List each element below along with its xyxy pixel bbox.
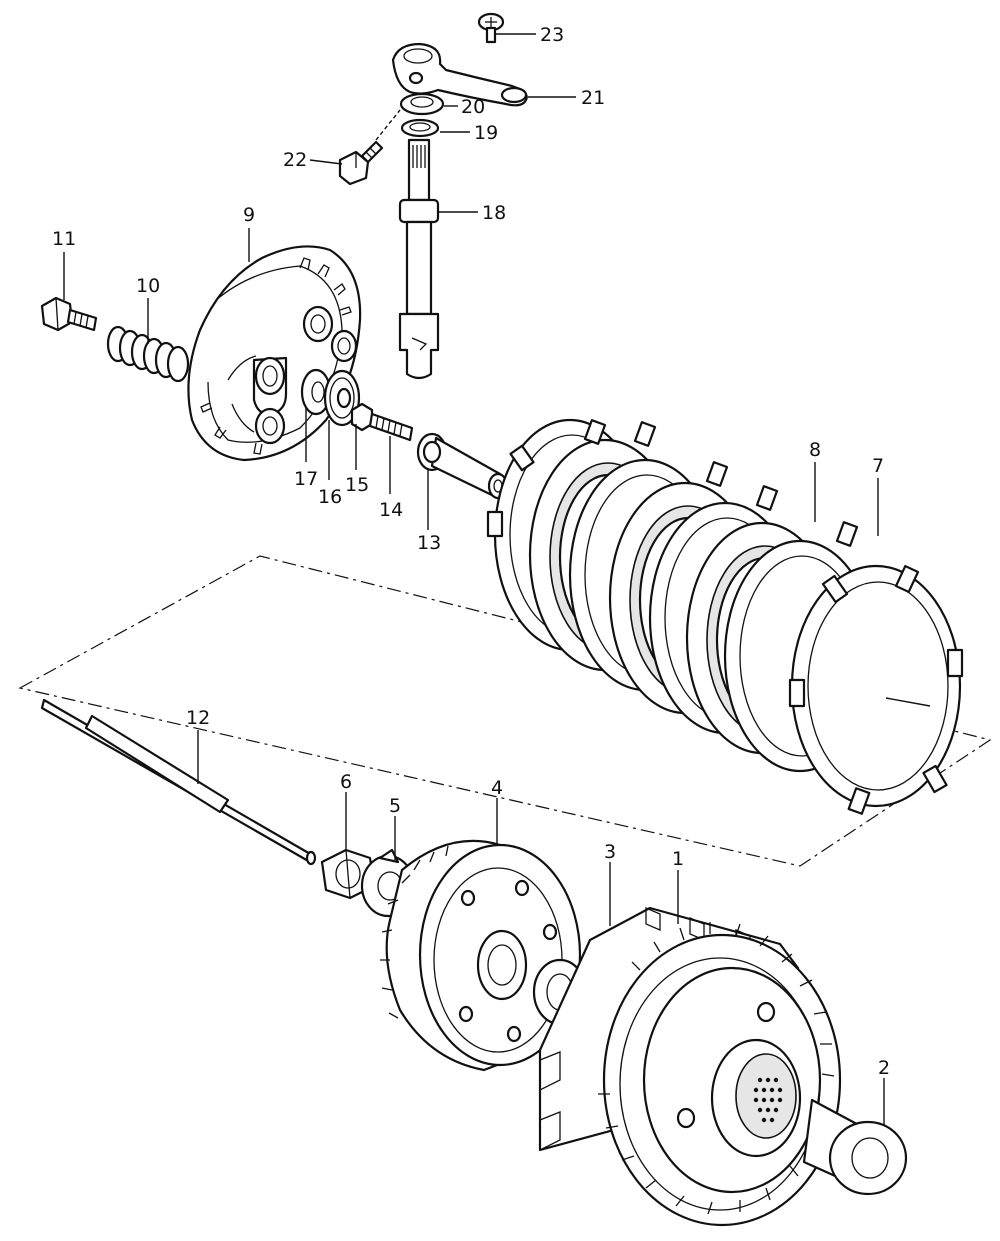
friction-plate-front xyxy=(788,564,964,815)
part-4-clutch-hub xyxy=(380,839,582,1072)
plate-boss-3 xyxy=(330,329,358,363)
callout-1: 1 xyxy=(672,848,684,870)
part-1-clutch-basket xyxy=(538,906,842,1227)
callout-16: 16 xyxy=(318,486,342,508)
part-22-bolt xyxy=(338,140,384,186)
part-10-spring xyxy=(106,325,190,383)
part-2-bushing xyxy=(802,1098,908,1196)
callout-8: 8 xyxy=(809,439,821,461)
plate-boss-1 xyxy=(252,356,288,416)
part-12-push-rod xyxy=(40,698,317,866)
callout-6: 6 xyxy=(340,771,352,793)
callout-7: 7 xyxy=(872,455,884,477)
clutch-plate-stack xyxy=(486,418,964,815)
callout-12: 12 xyxy=(186,707,210,729)
part-14-adjuster-screw xyxy=(368,412,414,442)
callout-2: 2 xyxy=(878,1057,890,1079)
callout-14: 14 xyxy=(379,499,403,521)
part-18-shaft xyxy=(398,138,440,380)
part-9-pressure-plate xyxy=(187,245,362,462)
assembly-boundary xyxy=(18,555,992,867)
callout-20: 20 xyxy=(461,96,485,118)
part-21-lever-arm xyxy=(391,42,528,107)
callout-21: 21 xyxy=(581,87,605,109)
part-16-bearing xyxy=(323,369,361,427)
plate-boss-4 xyxy=(254,407,286,445)
callout-17: 17 xyxy=(294,468,318,490)
callout-3: 3 xyxy=(604,841,616,863)
part-23-screw xyxy=(477,12,505,44)
callout-4: 4 xyxy=(491,777,503,799)
callout-22: 22 xyxy=(283,149,307,171)
part-13-push-piece xyxy=(416,432,509,500)
callout-23: 23 xyxy=(540,24,564,46)
callout-labels: 23 21 20 19 22 18 9 11 10 17 16 15 14 13… xyxy=(52,24,890,1079)
part-20-seal xyxy=(399,92,445,116)
part-19-washer xyxy=(400,118,440,138)
callout-13: 13 xyxy=(417,532,441,554)
part-11-bolt xyxy=(40,296,98,332)
callout-10: 10 xyxy=(136,275,160,297)
leader-lines xyxy=(63,33,931,1126)
callout-15: 15 xyxy=(345,474,369,496)
callout-9: 9 xyxy=(243,204,255,226)
callout-18: 18 xyxy=(482,202,506,224)
callout-5: 5 xyxy=(389,795,401,817)
callout-11: 11 xyxy=(52,228,76,250)
inner-gear-holes xyxy=(753,1077,783,1123)
callout-19: 19 xyxy=(474,122,498,144)
plate-boss-2 xyxy=(302,305,334,343)
